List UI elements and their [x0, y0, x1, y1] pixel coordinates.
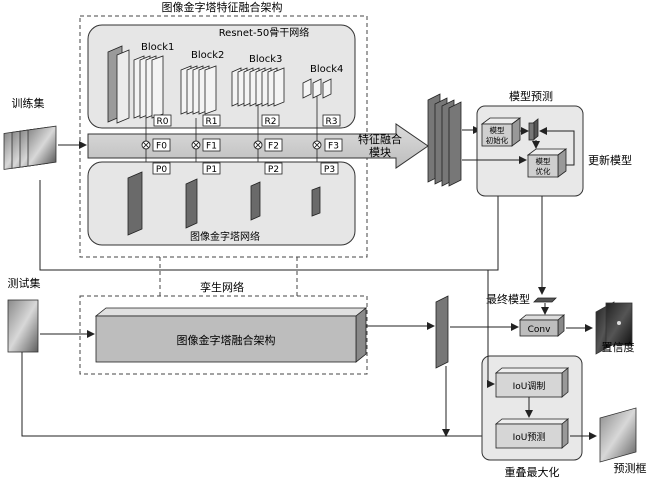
svg-text:R0: R0 [157, 117, 169, 127]
test-to-iou-line [21, 352, 495, 440]
conv-block [518, 314, 566, 337]
fusion-architecture-title: 图像金字塔特征融合架构 [162, 0, 283, 14]
svg-text:模型: 模型 [536, 156, 551, 166]
svg-text:F3: F3 [328, 142, 339, 152]
conv-label: Conv [528, 325, 551, 335]
siamese-network-frame [79, 295, 368, 375]
r-labels: R0 R1 R2 R3 [153, 114, 341, 127]
block4-label: Block4 [310, 64, 343, 75]
iou-predict-box: IoU预测 [494, 418, 570, 449]
update-model-label: 更新模型 [588, 153, 632, 167]
svg-text:IoU预测: IoU预测 [513, 432, 546, 443]
final-model-label: 最终模型 [486, 292, 530, 306]
pyramid-feature-maps [127, 171, 321, 236]
model-init-box: 模型 初始化 [480, 117, 522, 147]
test-set-label: 测试集 [8, 276, 41, 290]
svg-text:F0: F0 [156, 142, 167, 152]
fusion-module-label-2: 模块 [369, 146, 391, 159]
pyramid-network-panel [87, 161, 356, 246]
resnet-title: Resnet-50骨干网络 [219, 26, 310, 39]
pyramid-network-label: 图像金字塔网络 [190, 230, 260, 243]
final-model-kernel [533, 297, 557, 303]
block2-layers [180, 65, 217, 115]
svg-text:P1: P1 [206, 165, 217, 175]
model-opt-box: 模型 优化 [526, 148, 568, 178]
svg-text:P3: P3 [324, 165, 335, 175]
confidence-peak [617, 321, 621, 325]
p-labels: P0 P1 P2 P3 [152, 162, 339, 175]
fused-feature-stack [427, 93, 462, 187]
pyramid-fusion-block [94, 307, 368, 363]
confidence-label: 置信度 [602, 340, 635, 354]
svg-text:优化: 优化 [536, 166, 551, 176]
svg-text:IoU调制: IoU调制 [513, 380, 546, 392]
test-set-image [7, 299, 39, 353]
svg-text:F2: F2 [268, 142, 279, 152]
model-weight-block [528, 118, 539, 141]
train-feedback-line [39, 180, 499, 271]
fusion-module-label-1: 特征融合 [358, 132, 402, 146]
svg-text:R2: R2 [265, 117, 277, 127]
block3-label: Block3 [249, 54, 282, 65]
iou-modulation-box: IoU调制 [494, 367, 570, 398]
svg-text:模型: 模型 [490, 125, 505, 135]
block2-label: Block2 [191, 50, 224, 61]
f-labels: F0 F1 F2 F3 [152, 138, 343, 152]
block4-layers [302, 78, 332, 99]
train-set-label: 训练集 [12, 96, 45, 110]
svg-text:P0: P0 [156, 165, 167, 175]
multiply-operators [141, 140, 322, 150]
train-to-modulation-arrow [487, 270, 495, 388]
siamese-network-label: 孪生网络 [200, 280, 244, 294]
block3-layers [231, 67, 285, 107]
predict-box-image [599, 407, 637, 463]
pyramid-fusion-label: 图像金字塔融合架构 [177, 333, 276, 347]
block1-layers [107, 45, 164, 124]
opt-feedback-arrow [539, 127, 575, 166]
test-feature-map [435, 295, 449, 369]
svg-text:F1: F1 [206, 142, 217, 152]
overlap-max-label: 重叠最大化 [505, 465, 560, 479]
svg-text:P2: P2 [268, 165, 279, 175]
train-set-images [3, 125, 57, 170]
svg-text:R1: R1 [206, 117, 218, 127]
block1-label: Block1 [141, 42, 174, 53]
model-predict-label: 模型预测 [509, 89, 553, 103]
svg-text:初始化: 初始化 [486, 135, 509, 145]
predict-box-label: 预测框 [614, 462, 647, 475]
svg-text:R3: R3 [326, 117, 338, 127]
